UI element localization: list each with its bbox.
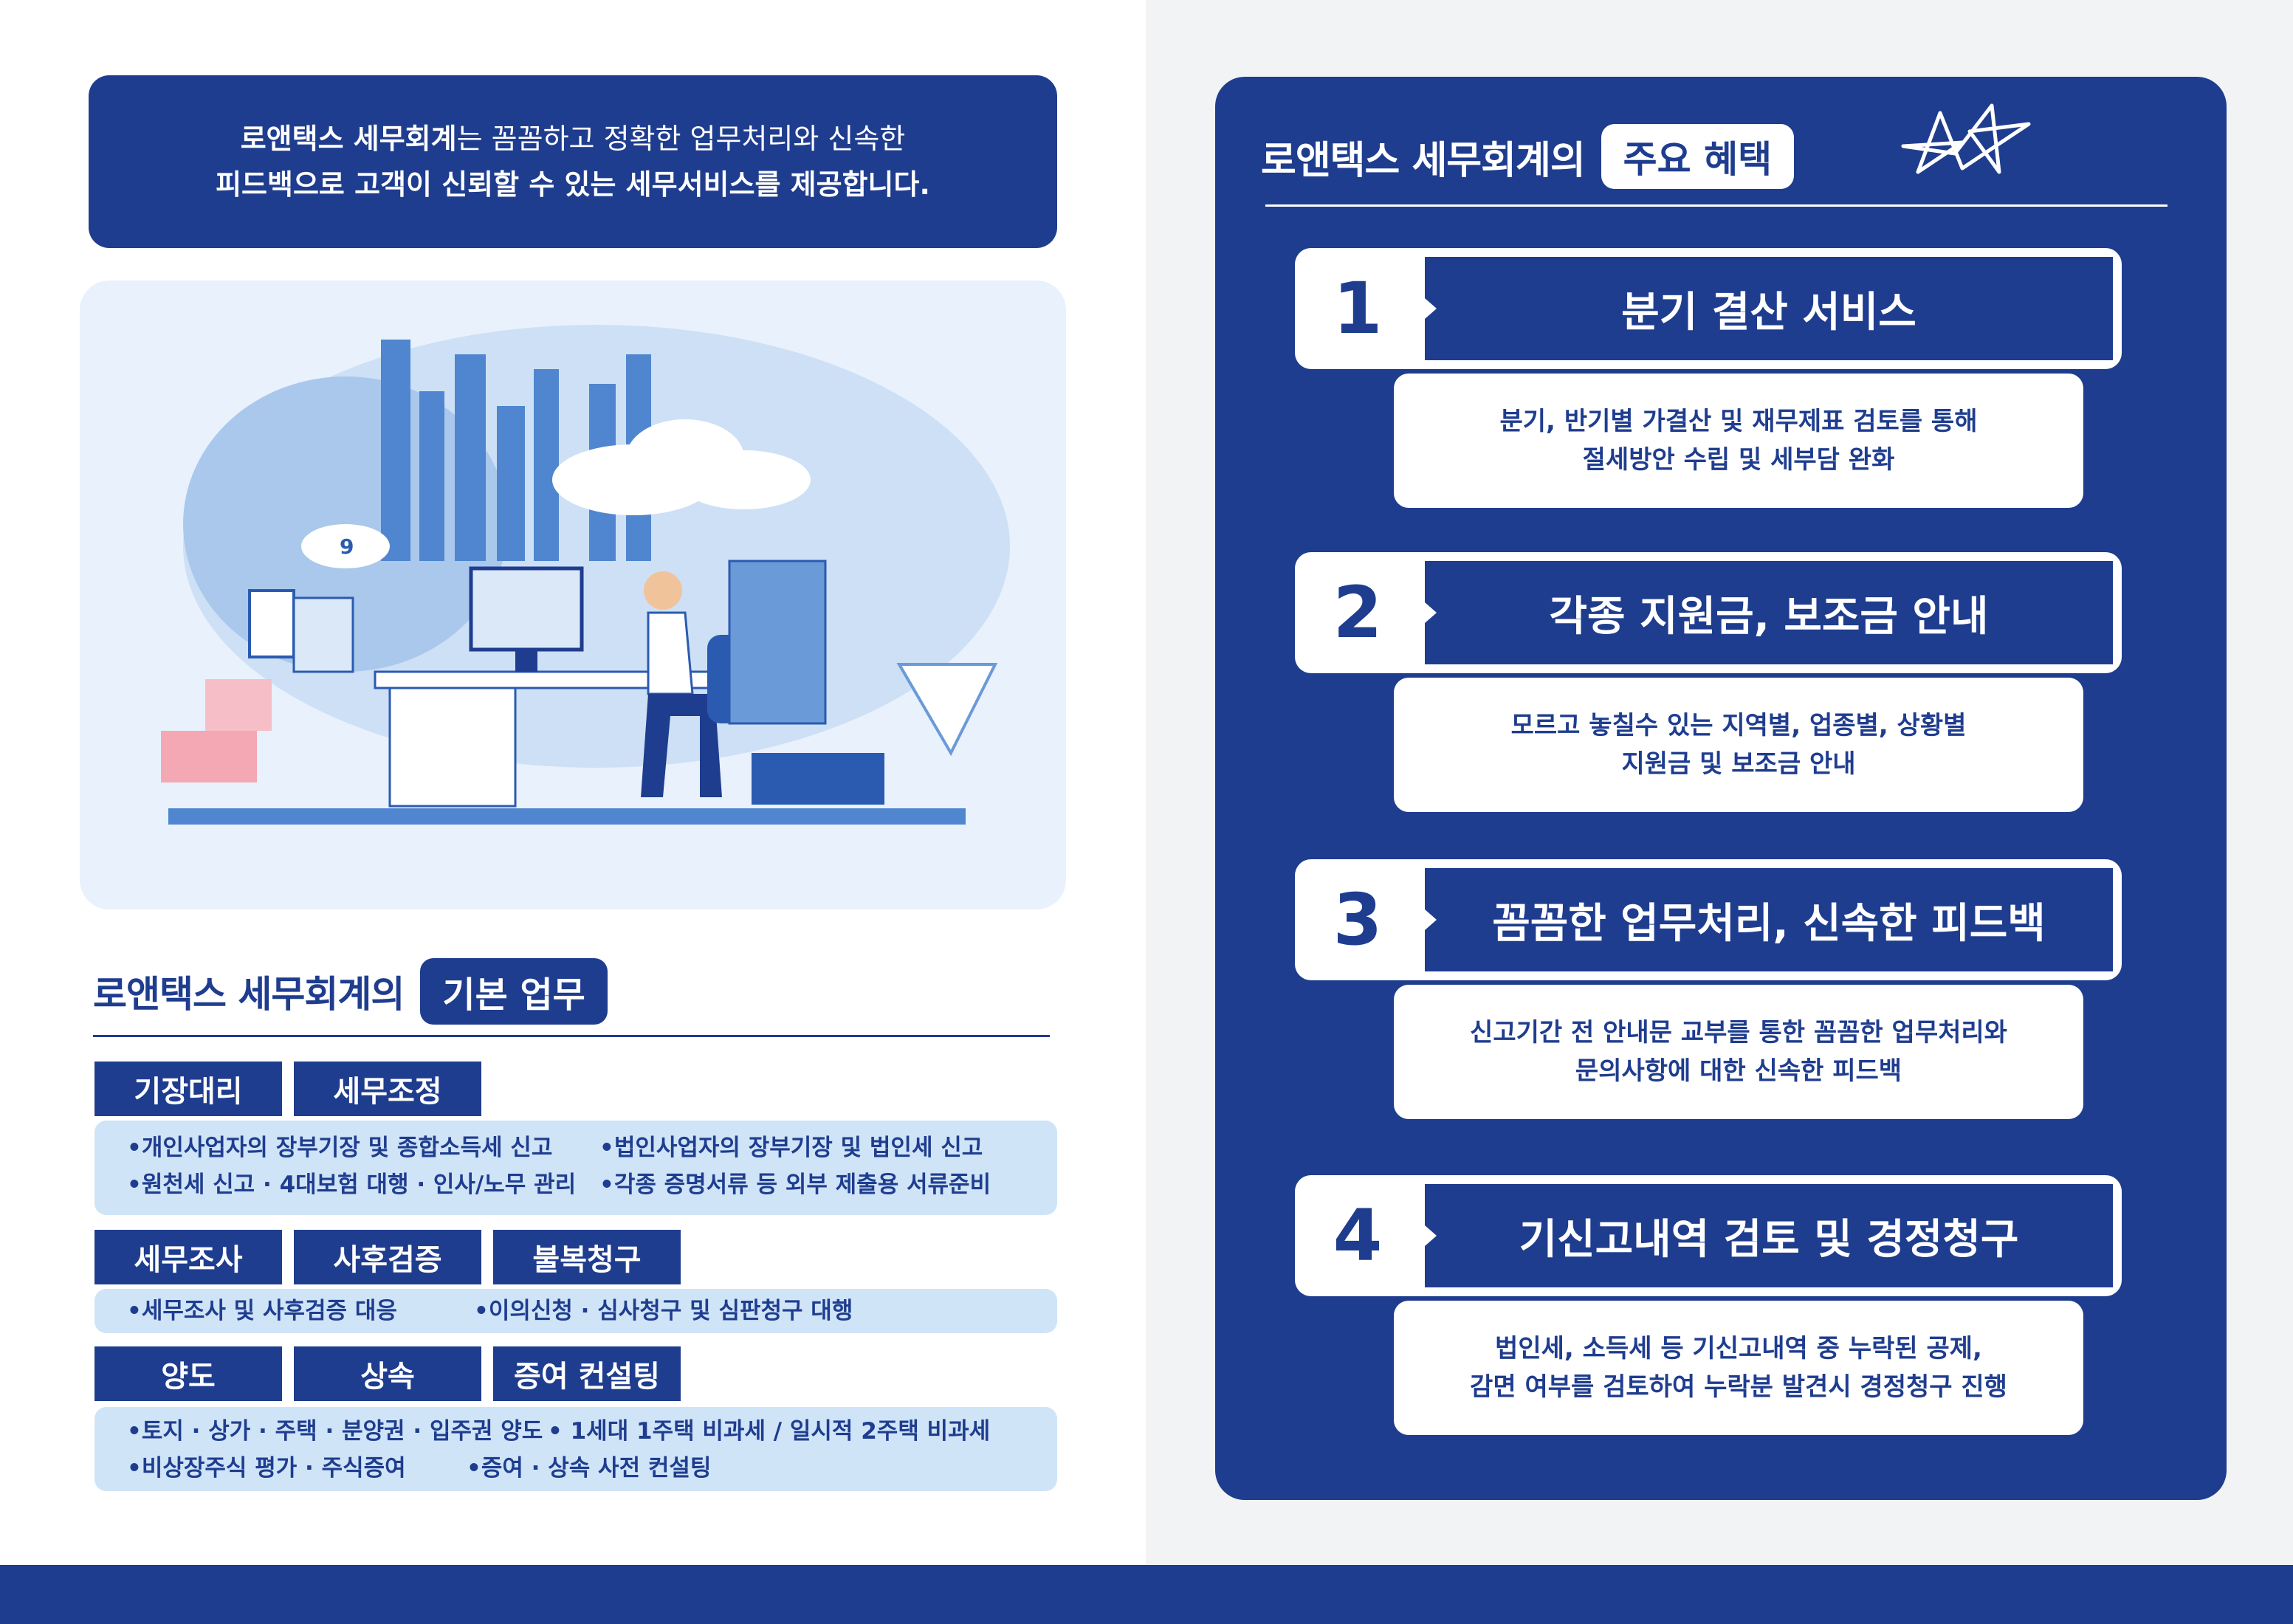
tag-bookkeeping: 기장대리 bbox=[94, 1062, 282, 1116]
benefit-number: 3 bbox=[1333, 878, 1383, 961]
list-item: •법인사업자의 장부기장 및 법인세 신고 bbox=[599, 1135, 983, 1161]
benefit-desc-line-1: 분기, 반기별 가결산 및 재무제표 검토를 통해 bbox=[1499, 407, 1978, 436]
benefit-desc-line-2: 지원금 및 보조금 안내 bbox=[1621, 749, 1856, 779]
tag-tax-audit: 세무조사 bbox=[94, 1230, 282, 1284]
easel-board-icon bbox=[896, 663, 998, 757]
benefit-desc-line-2: 절세방안 수립 및 세부담 완화 bbox=[1582, 445, 1895, 475]
list-item: •개인사업자의 장부기장 및 종합소득세 신고 bbox=[127, 1135, 553, 1161]
footer-bar bbox=[0, 1565, 2293, 1624]
benefit-title: 기신고내역 검토 및 경정청구 bbox=[1425, 1184, 2113, 1287]
intro-line-2: 피드백으로 고객이 신뢰할 수 있는 세무서비스를 제공합니다. bbox=[216, 168, 930, 201]
tag-box-3: •토지 · 상가 · 주택 · 분양권 · 입주권 양도 • 1세대 1주택 비… bbox=[94, 1407, 1057, 1491]
benefit-title: 각종 지원금, 보조금 안내 bbox=[1425, 561, 2113, 664]
basic-heading-title: 로앤택스 세무회계의 bbox=[93, 973, 405, 1016]
drawer-cabinet-icon bbox=[161, 731, 257, 782]
basic-divider bbox=[93, 1035, 1050, 1037]
star-doodle-icon bbox=[1901, 103, 2031, 174]
benefit-desc-line-1: 모르고 놓칠수 있는 지역별, 업종별, 상황별 bbox=[1510, 711, 1967, 740]
benefit-description: 법인세, 소득세 등 기신고내역 중 누락된 공제, 감면 여부를 검토하여 누… bbox=[1394, 1301, 2083, 1435]
benefit-item-3: 3 꼼꼼한 업무처리, 신속한 피드백 신고기간 전 안내문 교부를 통한 꼼꼼… bbox=[1295, 859, 2122, 1122]
basic-heading: 로앤택스 세무회계의 기본 업무 bbox=[93, 958, 608, 1025]
list-item: •원천세 신고 · 4대보험 대행 · 인사/노무 관리 bbox=[127, 1171, 577, 1198]
benefit-title: 분기 결산 서비스 bbox=[1425, 257, 2113, 360]
benefit-item-1: 1 분기 결산 서비스 분기, 반기별 가결산 및 재무제표 검토를 통해 절세… bbox=[1295, 248, 2122, 511]
benefit-description: 분기, 반기별 가결산 및 재무제표 검토를 통해 절세방안 수립 및 세부담 … bbox=[1394, 374, 2083, 508]
monitor-stand bbox=[515, 650, 537, 672]
intro-line-1: 로앤택스 세무회계는 꼼꼼하고 정확한 업무처리와 신속한 bbox=[241, 116, 906, 162]
desk-drawer-icon bbox=[388, 687, 517, 808]
tag-post-verification: 사후검증 bbox=[294, 1230, 481, 1284]
office-illustration: 9 bbox=[80, 281, 1066, 909]
office-illustration-svg: 9 bbox=[161, 325, 1010, 825]
tag-box-3-line-1: •토지 · 상가 · 주택 · 분양권 · 입주권 양도 • 1세대 1주택 비… bbox=[127, 1413, 1025, 1450]
computer-monitor-icon bbox=[469, 566, 584, 652]
tag-gift-consulting: 증여 컨설팅 bbox=[493, 1346, 681, 1401]
list-item: •각종 증명서류 등 외부 제출용 서류준비 bbox=[599, 1171, 991, 1198]
server-rack-icon bbox=[728, 560, 827, 725]
tag-row-3: 양도 상속 증여 컨설팅 bbox=[94, 1346, 681, 1401]
tag-appeal: 불복청구 bbox=[493, 1230, 681, 1284]
list-item: •비상장주식 평가 · 주식증여 bbox=[127, 1455, 406, 1482]
floor-line bbox=[168, 808, 966, 825]
intro-brand: 로앤택스 세무회계 bbox=[240, 123, 457, 155]
benefit-title: 꼼꼼한 업무처리, 신속한 피드백 bbox=[1425, 868, 2113, 971]
benefit-number: 1 bbox=[1333, 267, 1383, 350]
list-item: •세무조사 및 사후검증 대응 bbox=[127, 1298, 397, 1324]
worker-head bbox=[644, 571, 682, 610]
benefit-desc-line-1: 신고기간 전 안내문 교부를 통한 꼼꼼한 업무처리와 bbox=[1470, 1018, 2007, 1047]
list-item: •이의신청 · 심사청구 및 심판청구 대행 bbox=[474, 1298, 853, 1324]
benefit-item-4: 4 기신고내역 검토 및 경정청구 법인세, 소득세 등 기신고내역 중 누락된… bbox=[1295, 1175, 2122, 1438]
tag-box-1-line-1: •개인사업자의 장부기장 및 종합소득세 신고 •법인사업자의 장부기장 및 법… bbox=[127, 1129, 1025, 1166]
tag-box-2-line-1: •세무조사 및 사후검증 대응 •이의신청 · 심사청구 및 심판청구 대행 bbox=[127, 1293, 1025, 1329]
list-item: •토지 · 상가 · 주택 · 분양권 · 입주권 양도 bbox=[127, 1418, 543, 1445]
benefits-divider bbox=[1265, 204, 2167, 207]
drawer-cabinet-top bbox=[205, 679, 272, 731]
tag-box-1-line-2: •원천세 신고 · 4대보험 대행 · 인사/노무 관리 •각종 증명서류 등 … bbox=[127, 1166, 1025, 1203]
benefit-desc-line-1: 법인세, 소득세 등 기신고내역 중 누락된 공제, bbox=[1495, 1334, 1982, 1363]
cloud-icon bbox=[301, 419, 811, 568]
benefit-desc-line-2: 문의사항에 대한 신속한 피드백 bbox=[1575, 1056, 1902, 1086]
desk-worker-icon bbox=[647, 611, 694, 695]
side-cabinet-icon bbox=[752, 753, 884, 805]
benefit-item-2: 2 각종 지원금, 보조금 안내 모르고 놓칠수 있는 지역별, 업종별, 상황… bbox=[1295, 552, 2122, 815]
list-item: •증여 · 상속 사전 컨설팅 bbox=[467, 1455, 712, 1482]
benefits-heading-title: 로앤택스 세무회계의 bbox=[1261, 138, 1586, 183]
benefit-number: 4 bbox=[1333, 1194, 1383, 1277]
benefit-description: 신고기간 전 안내문 교부를 통한 꼼꼼한 업무처리와 문의사항에 대한 신속한… bbox=[1394, 985, 2083, 1119]
cloud-badge: 9 bbox=[340, 534, 354, 559]
benefit-number: 2 bbox=[1333, 571, 1383, 654]
tag-tax-adjustment: 세무조정 bbox=[294, 1062, 481, 1116]
intro-banner: 로앤택스 세무회계는 꼼꼼하고 정확한 업무처리와 신속한 피드백으로 고객이 … bbox=[89, 75, 1057, 248]
document-board bbox=[292, 596, 354, 673]
whiteboard-icon bbox=[248, 589, 295, 658]
basic-heading-pill: 기본 업무 bbox=[420, 958, 608, 1025]
tag-box-3-line-2: •비상장주식 평가 · 주식증여 •증여 · 상속 사전 컨설팅 bbox=[127, 1450, 1025, 1487]
intro-line-1-rest: 는 꼼꼼하고 정확한 업무처리와 신속한 bbox=[456, 123, 906, 155]
benefits-heading-pill: 주요 혜택 bbox=[1601, 124, 1795, 189]
tag-inheritance: 상속 bbox=[294, 1346, 481, 1401]
tag-row-1: 기장대리 세무조정 bbox=[94, 1062, 481, 1116]
benefit-description: 모르고 놓칠수 있는 지역별, 업종별, 상황별 지원금 및 보조금 안내 bbox=[1394, 678, 2083, 812]
worker-legs bbox=[641, 694, 722, 797]
list-item: • 1세대 1주택 비과세 / 일시적 2주택 비과세 bbox=[548, 1418, 991, 1445]
tag-transfer: 양도 bbox=[94, 1346, 282, 1401]
tag-row-2: 세무조사 사후검증 불복청구 bbox=[94, 1230, 681, 1284]
benefit-desc-line-2: 감면 여부를 검토하여 누락분 발견시 경정청구 진행 bbox=[1470, 1372, 2007, 1402]
tag-box-1: •개인사업자의 장부기장 및 종합소득세 신고 •법인사업자의 장부기장 및 법… bbox=[94, 1121, 1057, 1215]
benefits-heading: 로앤택스 세무회계의 주요 혜택 bbox=[1261, 124, 1795, 189]
tag-box-2: •세무조사 및 사후검증 대응 •이의신청 · 심사청구 및 심판청구 대행 bbox=[94, 1289, 1057, 1333]
